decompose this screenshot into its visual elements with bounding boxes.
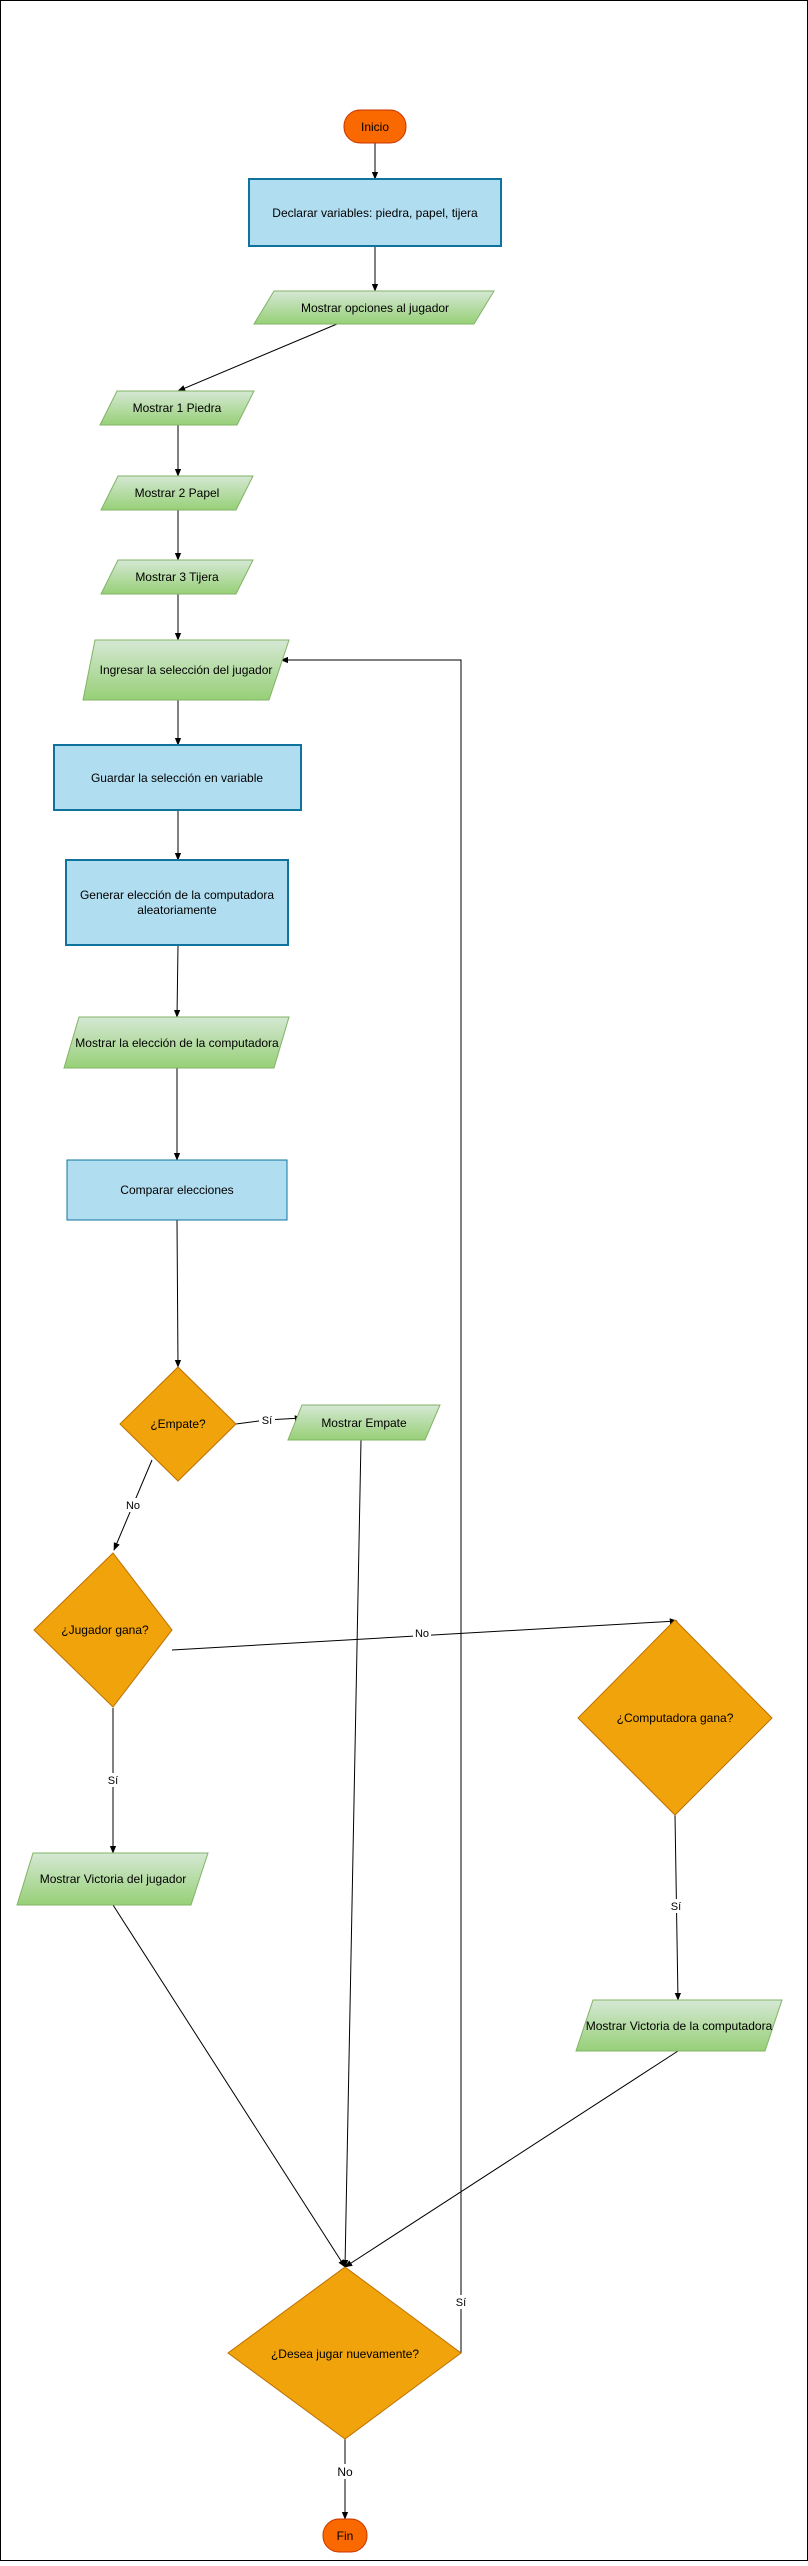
label-jugar-si: Sí [456, 2297, 466, 2309]
papel-label: Mostrar 2 Papel [135, 486, 220, 500]
computadora-gana-label: ¿Computadora gana? [617, 1711, 734, 1725]
ingresar-label: Ingresar la selección del jugador [100, 663, 273, 677]
piedra-label: Mostrar 1 Piedra [133, 401, 222, 415]
label-jugador-si: Sí [108, 1775, 118, 1787]
guardar-label: Guardar la selección en variable [91, 771, 263, 785]
label-empate-si: Sí [262, 1415, 272, 1427]
io-tijera: Mostrar 3 Tijera [100, 559, 254, 595]
io-piedra: Mostrar 1 Piedra [99, 390, 255, 426]
edge-jugar-si [280, 656, 462, 2353]
end-label: Fin [337, 2529, 354, 2543]
mostrar-empate-label: Mostrar Empate [321, 1416, 407, 1430]
process-declarar: Declarar variables: piedra, papel, tijer… [248, 178, 502, 247]
edge-comparar-empate [174, 1219, 182, 1368]
label-jugar-no: No [337, 2465, 353, 2479]
edge-victoria-comp-jugar [344, 2050, 679, 2268]
generar-label-line1: Generar elección de la computadora [80, 888, 274, 902]
start-terminal: Inicio [343, 109, 407, 144]
decision-jugar-nuevamente: ¿Desea jugar nuevamente? [227, 2266, 462, 2440]
mostrar-opciones-label: Mostrar opciones al jugador [301, 301, 449, 315]
io-papel: Mostrar 2 Papel [100, 475, 254, 511]
io-victoria-computadora: Mostrar Victoria de la computadora [575, 1999, 783, 2052]
label-empate-no: No [126, 1500, 140, 1512]
edge-opciones-piedra [177, 323, 338, 392]
process-guardar: Guardar la selección en variable [53, 744, 302, 811]
label-jugador-no: No [415, 1628, 429, 1640]
victoria-jugador-label: Mostrar Victoria del jugador [40, 1872, 187, 1886]
comparar-label: Comparar elecciones [120, 1183, 233, 1197]
io-victoria-jugador: Mostrar Victoria del jugador [16, 1852, 209, 1906]
io-mostrar-opciones: Mostrar opciones al jugador [253, 290, 495, 325]
edge-generar-mostrar [173, 944, 181, 1018]
io-mostrar-computadora: Mostrar la elección de la computadora [63, 1016, 290, 1069]
victoria-comp-label: Mostrar Victoria de la computadora [586, 2019, 773, 2033]
end-terminal: Fin [322, 2518, 368, 2553]
process-generar: Generar elección de la computadora aleat… [65, 859, 289, 946]
declarar-label: Declarar variables: piedra, papel, tijer… [272, 206, 478, 220]
decision-empate: ¿Empate? [119, 1366, 237, 1482]
edge-labels: Sí No No Sí Sí Sí No [105, 1413, 684, 2479]
decision-computadora-gana: ¿Computadora gana? [577, 1619, 773, 1816]
empate-label: ¿Empate? [150, 1417, 206, 1431]
io-mostrar-empate: Mostrar Empate [287, 1404, 441, 1441]
start-label: Inicio [361, 120, 389, 134]
process-comparar: Comparar elecciones [66, 1159, 288, 1221]
label-comp-si: Sí [671, 1901, 681, 1913]
decision-jugador-gana: ¿Jugador gana? [33, 1552, 173, 1708]
jugador-gana-label: ¿Jugador gana? [61, 1623, 149, 1637]
generar-label-line2: aleatoriamente [137, 903, 217, 917]
mostrar-comp-label: Mostrar la elección de la computadora [75, 1036, 279, 1050]
edge-empate-jugar [341, 1439, 362, 2268]
edge-victoria-jugador-jugar [112, 1904, 346, 2268]
tijera-label: Mostrar 3 Tijera [135, 570, 219, 584]
io-ingresar: Ingresar la selección del jugador [82, 639, 290, 701]
jugar-label: ¿Desea jugar nuevamente? [271, 2347, 419, 2361]
